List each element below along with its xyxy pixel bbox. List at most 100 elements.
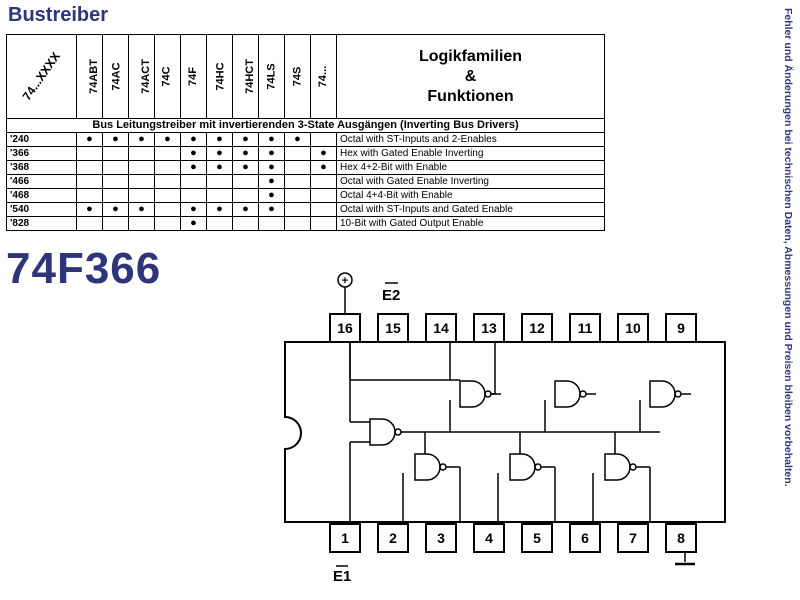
empty-cell [128, 216, 155, 231]
family-label: 74C [161, 66, 173, 87]
empty-cell [206, 216, 233, 231]
pin: 9 [665, 313, 697, 343]
empty-cell [76, 216, 103, 231]
function-cell: 10-Bit with Gated Output Enable [336, 216, 605, 231]
availability-dot: ● [76, 202, 103, 217]
pin: 16 [329, 313, 361, 343]
table-row: '468●Octal 4+4-Bit with Enable [6, 188, 605, 203]
corner-label-cell: 74...XXXX [6, 34, 77, 119]
pin-number: 16 [337, 320, 353, 336]
availability-dot: ● [258, 202, 285, 217]
pin-number: 3 [437, 530, 445, 546]
empty-cell [206, 188, 233, 203]
pin-number: 2 [389, 530, 397, 546]
availability-dot: ● [232, 146, 259, 161]
empty-cell [128, 174, 155, 189]
family-label: 74ACT [139, 59, 152, 94]
inverting-buffer [554, 380, 581, 408]
family-label: 74... [317, 65, 329, 88]
family-label: 74HCT [243, 59, 256, 94]
pin-number: 9 [677, 320, 685, 336]
family-label: 74S [290, 66, 303, 87]
availability-dot: ● [180, 160, 207, 175]
family-header: 74... [310, 34, 337, 119]
pin: 14 [425, 313, 457, 343]
pin: 2 [377, 523, 409, 553]
empty-cell [284, 202, 311, 217]
availability-dot: ● [258, 174, 285, 189]
empty-cell [76, 160, 103, 175]
header-line: Funktionen [427, 87, 514, 105]
table-row: '828 ● 10-Bit with Gated Output Enable [6, 216, 605, 231]
empty-cell [232, 174, 259, 189]
pin-number: 14 [433, 320, 449, 336]
pin: 8 [665, 523, 697, 553]
empty-cell [102, 216, 129, 231]
pin: 11 [569, 313, 601, 343]
availability-dot: ● [206, 160, 233, 175]
pin-number: 11 [578, 320, 593, 336]
availability-dot: ● [232, 202, 259, 217]
part-cell: '828 [6, 216, 77, 231]
table-header-row: 74...XXXX 74ABT 74AC 74ACT 74C 74F 74HC … [6, 34, 605, 119]
family-label: 74LS [265, 63, 278, 90]
header-line: & [464, 67, 477, 85]
corner-label: 74...XXXX [19, 49, 63, 103]
availability-dot: ● [284, 132, 311, 147]
empty-cell [76, 174, 103, 189]
availability-dot: ● [206, 132, 233, 147]
pin: 6 [569, 523, 601, 553]
empty-cell [154, 202, 181, 217]
inverting-buffer [649, 380, 676, 408]
pin-number: 10 [625, 320, 641, 336]
availability-dot: ● [154, 132, 181, 147]
function-cell: Octal with ST-Inputs and 2-Enables [336, 132, 605, 147]
page-title: Bustreiber [8, 4, 109, 26]
function-cell: Octal with ST-Inputs and Gated Enable [336, 202, 605, 217]
availability-dot: ● [128, 132, 155, 147]
pin: 10 [617, 313, 649, 343]
table-row: '240●●●●●●●●●Octal with ST-Inputs and 2-… [6, 132, 605, 147]
availability-dot: ● [180, 146, 207, 161]
side-note-text: Fehler und Änderungen bei technischen Da… [782, 8, 794, 487]
family-header: 74LS [258, 34, 285, 119]
function-cell: Hex 4+2-Bit with Enable [336, 160, 605, 175]
part-cell: '240 [6, 132, 77, 147]
family-header: 74S [284, 34, 311, 119]
empty-cell [128, 160, 155, 175]
empty-cell [154, 160, 181, 175]
availability-dot: ● [102, 202, 129, 217]
empty-cell [284, 160, 311, 175]
empty-cell [154, 174, 181, 189]
availability-dot: ● [76, 132, 103, 147]
part-cell: '540 [6, 202, 77, 217]
availability-dot: ● [258, 188, 285, 203]
inverting-buffer [414, 453, 441, 481]
availability-dot: ● [232, 160, 259, 175]
vcc-symbol: + [337, 272, 353, 314]
pin-number: 13 [481, 320, 497, 336]
table-row: '540●●●●●●●Octal with ST-Inputs and Gate… [6, 202, 605, 217]
empty-cell [154, 188, 181, 203]
empty-cell [310, 132, 337, 147]
pin-number: 7 [629, 530, 637, 546]
availability-dot: ● [206, 146, 233, 161]
availability-dot: ● [180, 216, 207, 231]
pin: 7 [617, 523, 649, 553]
pin-number: 6 [581, 530, 589, 546]
availability-dot: ● [310, 160, 337, 175]
family-header: 74F [180, 34, 207, 119]
family-label: 74HC [214, 62, 227, 91]
empty-cell [284, 216, 311, 231]
availability-dot: ● [206, 202, 233, 217]
part-number: 74F366 [6, 244, 162, 293]
empty-cell [284, 188, 311, 203]
pin-number: 8 [677, 530, 685, 546]
empty-cell [128, 146, 155, 161]
empty-cell [310, 188, 337, 203]
part-cell: '468 [6, 188, 77, 203]
empty-cell [284, 146, 311, 161]
enable-1-label: E1 [333, 568, 351, 582]
empty-cell [76, 188, 103, 203]
